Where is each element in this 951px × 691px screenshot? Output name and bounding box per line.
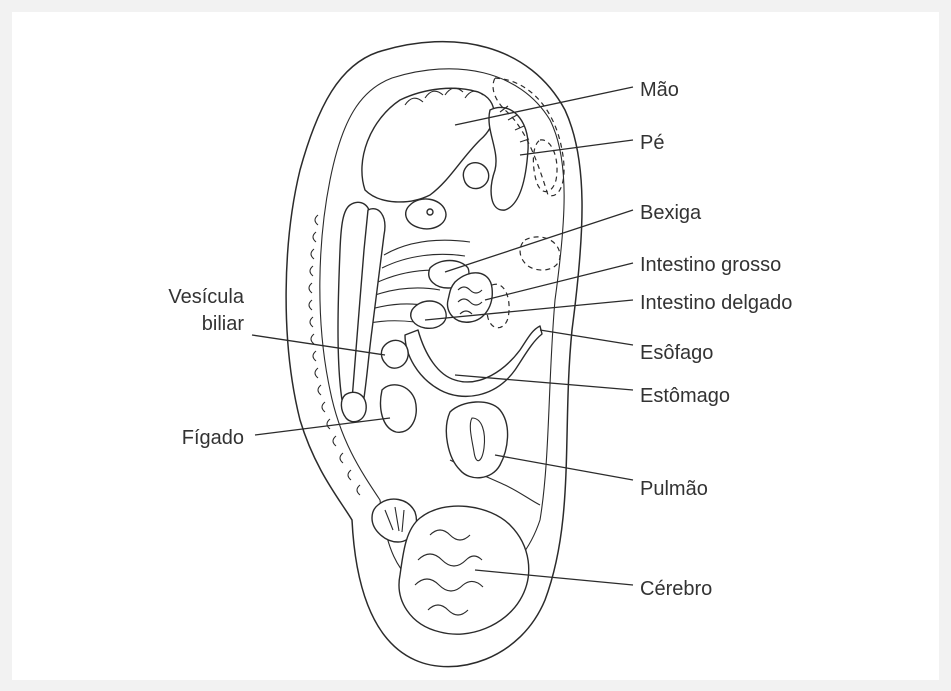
spine-organ	[338, 202, 385, 421]
label-bexiga: Bexiga	[640, 202, 702, 224]
leader-esofago	[540, 330, 633, 345]
label-cerebro: Cérebro	[640, 578, 712, 600]
label-mao: Mão	[640, 79, 679, 101]
label-esofago: Esôfago	[640, 342, 713, 364]
label-vesicula-line1: Vesícula	[168, 286, 244, 308]
label-estomago: Estômago	[640, 385, 730, 407]
lung-organ	[446, 402, 507, 478]
brain-organ	[372, 499, 529, 634]
label-pe: Pé	[640, 132, 664, 154]
foot-organ	[362, 88, 529, 229]
label-figado: Fígado	[182, 427, 244, 449]
label-intestino-delgado: Intestino delgado	[640, 292, 792, 314]
leader-pulmao	[495, 455, 633, 480]
leader-figado	[255, 418, 390, 435]
stomach-organ	[405, 326, 542, 396]
leader-bexiga	[445, 210, 633, 272]
label-pulmao: Pulmão	[640, 478, 708, 500]
label-intestino-grosso: Intestino grosso	[640, 254, 781, 276]
label-vesicula-line2: biliar	[202, 313, 245, 335]
